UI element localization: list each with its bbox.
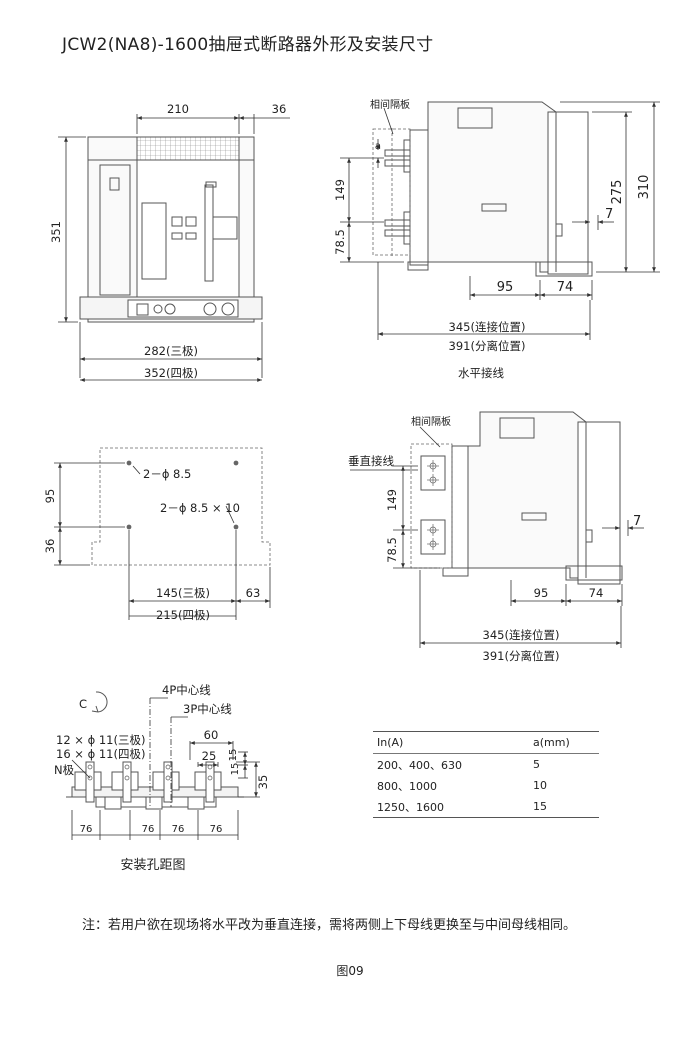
mount-view-drawing: [91, 447, 271, 566]
cell-in: 200、400、630: [377, 758, 462, 772]
dim-63: 63: [246, 586, 261, 600]
dim-282: 282(三极): [144, 344, 198, 358]
table-row: 200、400、630 5: [373, 754, 599, 776]
dim-210: 210: [167, 102, 189, 116]
dim-275: 275: [610, 180, 625, 205]
dim-145: 145(三极): [156, 586, 210, 600]
current-spec-table: In(A) a(mm) 200、400、630 5 800、1000 10 12…: [373, 731, 599, 818]
cell-in: 1250、1600: [373, 796, 533, 818]
dim-15b: 15: [230, 763, 241, 776]
header-in: In(A): [373, 731, 533, 754]
dim-36: 36: [272, 102, 287, 116]
dim-35: 35: [256, 775, 270, 790]
table-row: 800、1000 10: [373, 775, 599, 796]
label-a: a: [375, 141, 381, 152]
page-title: JCW2(NA8)-1600抽屉式断路器外形及安装尺寸: [62, 35, 434, 55]
dim-76c: 76: [172, 824, 185, 835]
hole-view-dimensions: [71, 697, 260, 840]
dim-74-h: 74: [557, 280, 574, 295]
label-holes-4p: 16 × ϕ 11(四极): [56, 747, 145, 761]
label-3p-centerline: 3P中心线: [183, 702, 232, 716]
footnote: 注：若用户欲在现场将水平改为垂直连接，需将两侧上下母线更换至与中间母线相同。: [82, 918, 577, 933]
cell-a: 10: [533, 779, 547, 792]
dim-78-5-h: 78.5: [333, 229, 347, 255]
hole-view-drawing: [66, 691, 244, 810]
vertical-view-drawing: [420, 411, 623, 585]
dim-149-v: 149: [385, 489, 399, 511]
dim-78-5-v: 78.5: [385, 537, 399, 563]
dim-95-mount: 95: [43, 489, 57, 504]
caption-hole-spacing: 安装孔距图: [120, 858, 185, 873]
label-n-pole: N极: [54, 763, 75, 777]
front-view-drawing: [79, 136, 263, 323]
dim-25: 25: [202, 749, 217, 763]
dim-352: 352(四极): [144, 366, 198, 380]
label-c: C: [79, 697, 87, 711]
dim-76b: 76: [142, 824, 155, 835]
dim-95-v: 95: [534, 586, 549, 600]
figure-label: 图09: [336, 964, 364, 978]
caption-horizontal: 水平接线: [458, 366, 504, 380]
front-view-dimensions: [58, 114, 290, 382]
header-a: a(mm): [533, 731, 599, 754]
dim-76d: 76: [210, 824, 223, 835]
dim-95-h: 95: [497, 280, 514, 295]
dim-76a: 76: [80, 824, 93, 835]
table-row: 1250、1600 15: [373, 796, 599, 818]
label-4p-centerline: 4P中心线: [162, 683, 211, 697]
dim-15a: 15: [228, 749, 239, 762]
dim-74-v: 74: [589, 586, 604, 600]
dim-310: 310: [637, 175, 652, 200]
cell-in: 800、1000: [377, 779, 437, 793]
cell-a: 15: [533, 796, 599, 818]
hole-label-2: 2－ϕ 8.5 × 10: [160, 501, 240, 515]
horizontal-view-drawing: [384, 101, 593, 277]
hole-label-1: 2－ϕ 8.5: [143, 467, 191, 481]
mount-view-dimensions: [54, 462, 271, 620]
vertical-view-dimensions: [350, 426, 644, 648]
cell-a: 5: [533, 758, 540, 771]
dim-149-h: 149: [333, 179, 347, 201]
vertical-view-hidden-lines: [410, 443, 453, 569]
horizontal-view-dimensions: [340, 101, 660, 340]
dim-391-h: 391(分离位置): [449, 339, 526, 353]
dim-60: 60: [204, 728, 219, 742]
dim-7-v: 7: [633, 514, 641, 529]
horizontal-view-hidden-lines: [372, 128, 411, 256]
dim-345-h: 345(连接位置): [449, 320, 526, 334]
label-barrier-h: 相间隔板: [370, 98, 410, 111]
dim-36-mount: 36: [43, 539, 57, 554]
dim-215: 215(四极): [156, 608, 210, 622]
dim-391-v: 391(分离位置): [483, 649, 560, 663]
dim-7-h: 7: [605, 207, 613, 222]
table-header-row: In(A) a(mm): [373, 731, 599, 754]
dim-345-v: 345(连接位置): [483, 628, 560, 642]
label-vertical: 垂直接线: [348, 454, 394, 468]
dim-351: 351: [49, 221, 63, 243]
label-holes-3p: 12 × ϕ 11(三极): [56, 733, 145, 747]
label-barrier-v: 相间隔板: [411, 415, 451, 428]
